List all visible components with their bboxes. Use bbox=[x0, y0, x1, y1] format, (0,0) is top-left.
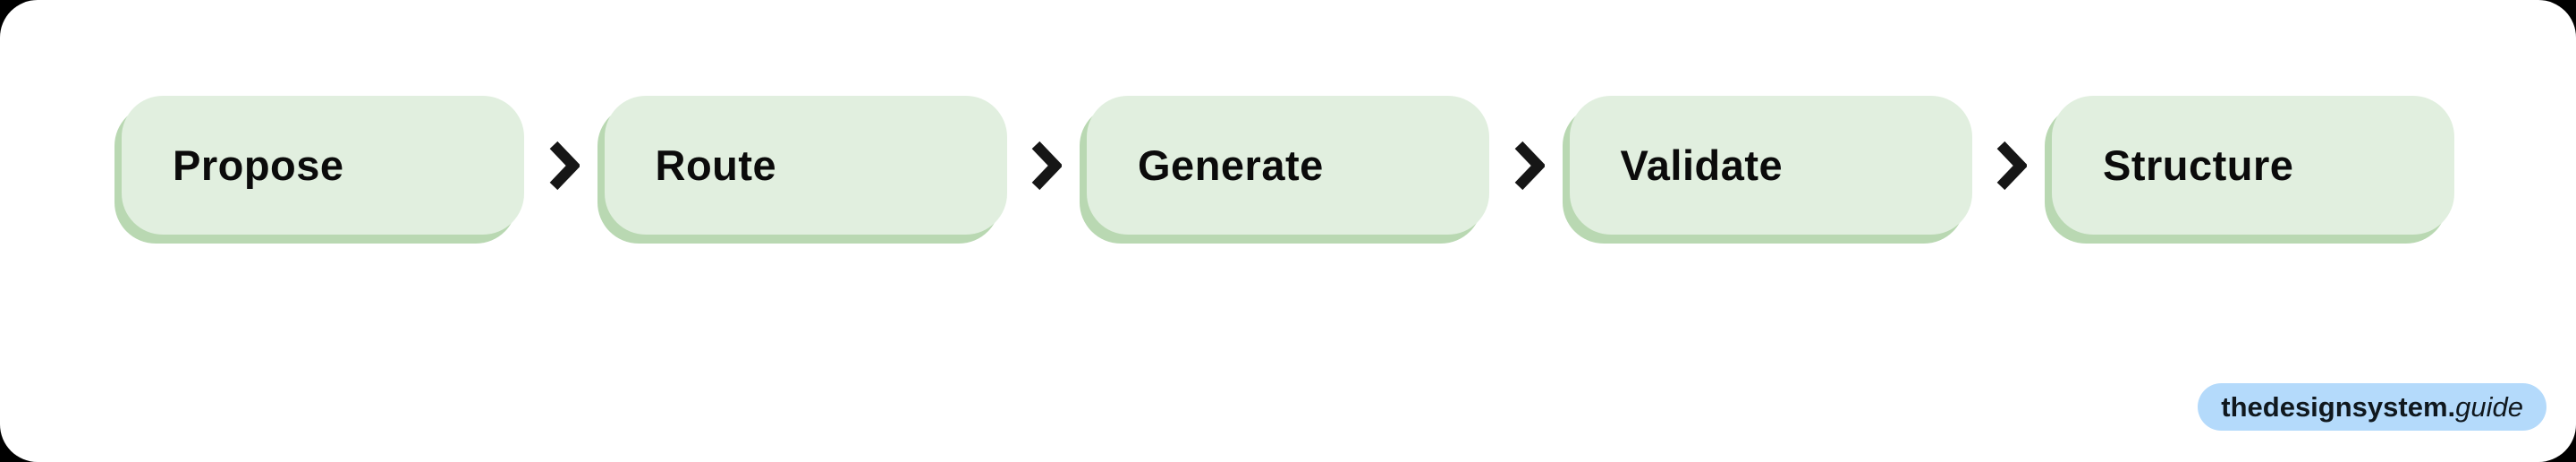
brand-badge: thedesignsystem.guide bbox=[2198, 383, 2546, 431]
flow-step-propose: Propose bbox=[122, 96, 524, 235]
flow-step-structure: Structure bbox=[2052, 96, 2454, 235]
flow-step-generate: Generate bbox=[1087, 96, 1489, 235]
brand-badge-text-italic: guide bbox=[2455, 390, 2523, 423]
flow-step-label: Validate bbox=[1620, 141, 1784, 189]
flow-step-label: Generate bbox=[1138, 141, 1324, 189]
flow-step-validate: Validate bbox=[1569, 96, 1972, 235]
process-flow: Propose Route Generate Validate Structur… bbox=[122, 96, 2454, 235]
flow-step-label: Route bbox=[655, 141, 777, 189]
chevron-right-icon bbox=[549, 141, 580, 190]
chevron-right-icon bbox=[1514, 141, 1545, 190]
flow-step-route: Route bbox=[604, 96, 1007, 235]
chevron-right-icon bbox=[1996, 141, 2028, 190]
flow-step-label: Structure bbox=[2103, 141, 2294, 189]
flow-step-label: Propose bbox=[173, 141, 344, 189]
brand-badge-text-bold: thedesignsystem. bbox=[2221, 390, 2456, 423]
chevron-right-icon bbox=[1031, 141, 1063, 190]
